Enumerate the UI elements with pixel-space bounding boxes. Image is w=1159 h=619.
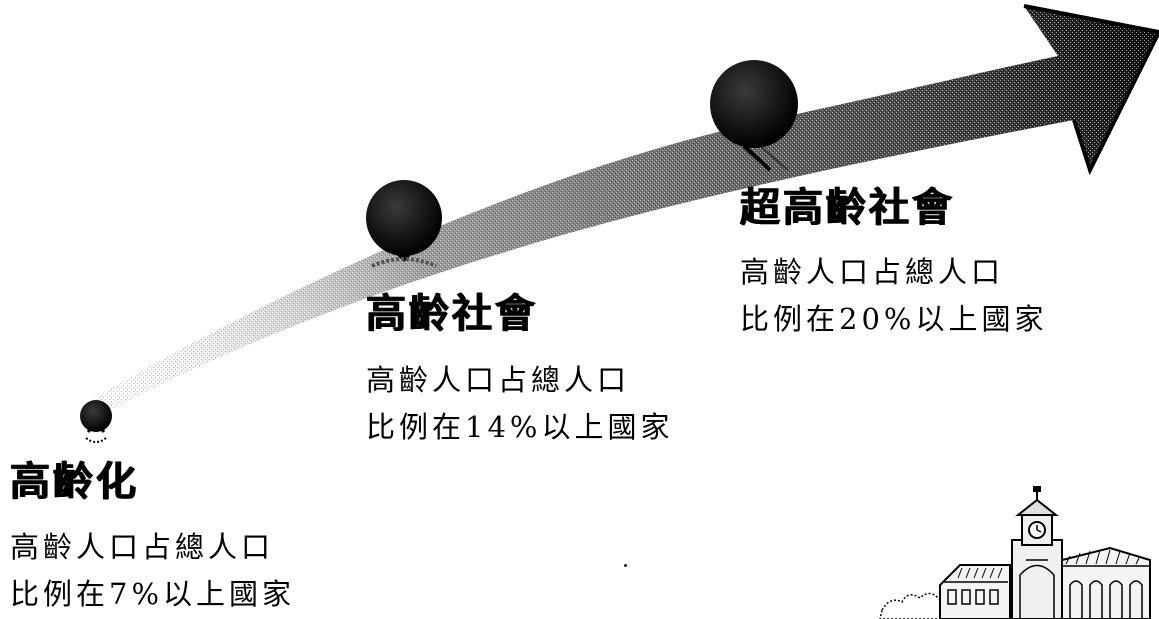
stage-3-line-1: 高齡人口占總人口	[740, 255, 1005, 289]
stage-2-line-2: 比例在14%以上國家	[366, 410, 674, 444]
stage-1-title: 高齡化	[10, 458, 139, 505]
marker-2-sphere-icon	[366, 180, 442, 268]
stage-2-description: 高齡人口占總人口 比例在14%以上國家	[366, 357, 673, 451]
marker-1-sphere-icon	[80, 400, 112, 443]
trend-arrow	[95, 4, 1159, 410]
clock-tower-building-icon	[879, 486, 1151, 619]
stage-2-title: 高齡社會	[366, 290, 538, 337]
stage-3-title: 超高齡社會	[740, 184, 955, 231]
stage-1-line-2: 比例在7%以上國家	[10, 577, 296, 611]
stage-1-line-1: 高齡人口占總人口	[10, 530, 275, 564]
stage-2-line-1: 高齡人口占總人口	[366, 363, 631, 397]
stray-dot	[624, 564, 627, 567]
marker-3-sphere-icon	[710, 60, 798, 172]
stage-3-line-2: 比例在20%以上國家	[740, 302, 1048, 336]
stage-3-description: 高齡人口占總人口 比例在20%以上國家	[740, 249, 1047, 343]
stage-1-description: 高齡人口占總人口 比例在7%以上國家	[10, 524, 295, 618]
